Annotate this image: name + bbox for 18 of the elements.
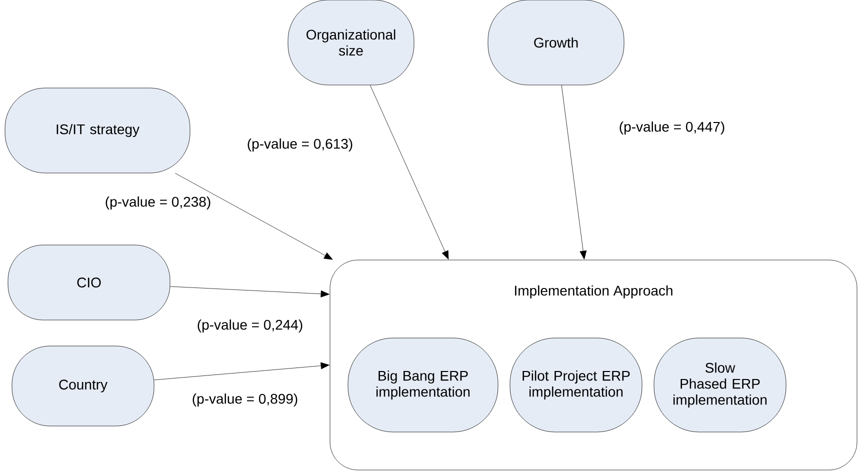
factor-box: IS/IT strategy	[4, 88, 190, 174]
approach-box: Slow Phased ERP implementation	[654, 338, 786, 432]
edge-label: (p-value = 0,613)	[246, 137, 354, 153]
factor-box: Country	[12, 346, 154, 426]
arrow	[170, 286, 330, 298]
factor-box: CIO	[8, 244, 170, 320]
arrow	[174, 173, 333, 260]
factor-box: Growth	[488, 0, 624, 86]
arrow	[561, 85, 587, 260]
factor-box: Organizational size	[288, 0, 414, 86]
arrow	[154, 362, 330, 380]
edge-label: (p-value = 0,447)	[618, 120, 726, 136]
edge-label: (p-value = 0,899)	[190, 392, 300, 408]
edge-label: (p-value = 0,238)	[104, 195, 212, 211]
arrow	[370, 85, 449, 260]
approach-box: Pilot Project ERP implementation	[510, 338, 642, 432]
edge-label: (p-value = 0,244)	[196, 318, 304, 334]
approach-box: Big Bang ERP implementation	[348, 338, 498, 432]
